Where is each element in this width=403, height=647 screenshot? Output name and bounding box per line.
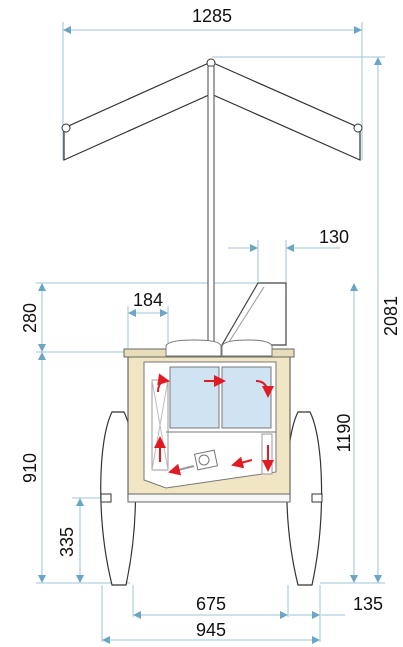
dim-overall-width: 945 [196,620,226,640]
dim-wheel-radius: 335 [57,527,77,557]
dim-cabinet-height: 1190 [334,414,354,453]
dim-shelf-gap: 130 [319,227,349,247]
dimension-labels: 1285 2081 130 184 280 1190 910 335 675 1… [20,6,401,640]
dim-total-height: 2081 [381,296,401,336]
dim-overhang: 135 [353,594,383,614]
dim-side-width: 184 [133,290,163,310]
cabinet [123,339,295,503]
air-flow-arrows [154,373,274,476]
tank-left [169,366,220,429]
wheels [100,411,323,586]
dim-cabinet-frame: 910 [20,453,40,483]
dim-canopy-drop: 280 [20,303,40,333]
dim-top-width: 1285 [192,6,232,26]
canopy [61,58,363,161]
umbrella-pole [207,65,215,355]
dim-inner-width: 675 [196,594,226,614]
tank-right [221,366,272,429]
dimension-lines [36,22,385,644]
sneeze-guard [220,282,287,346]
